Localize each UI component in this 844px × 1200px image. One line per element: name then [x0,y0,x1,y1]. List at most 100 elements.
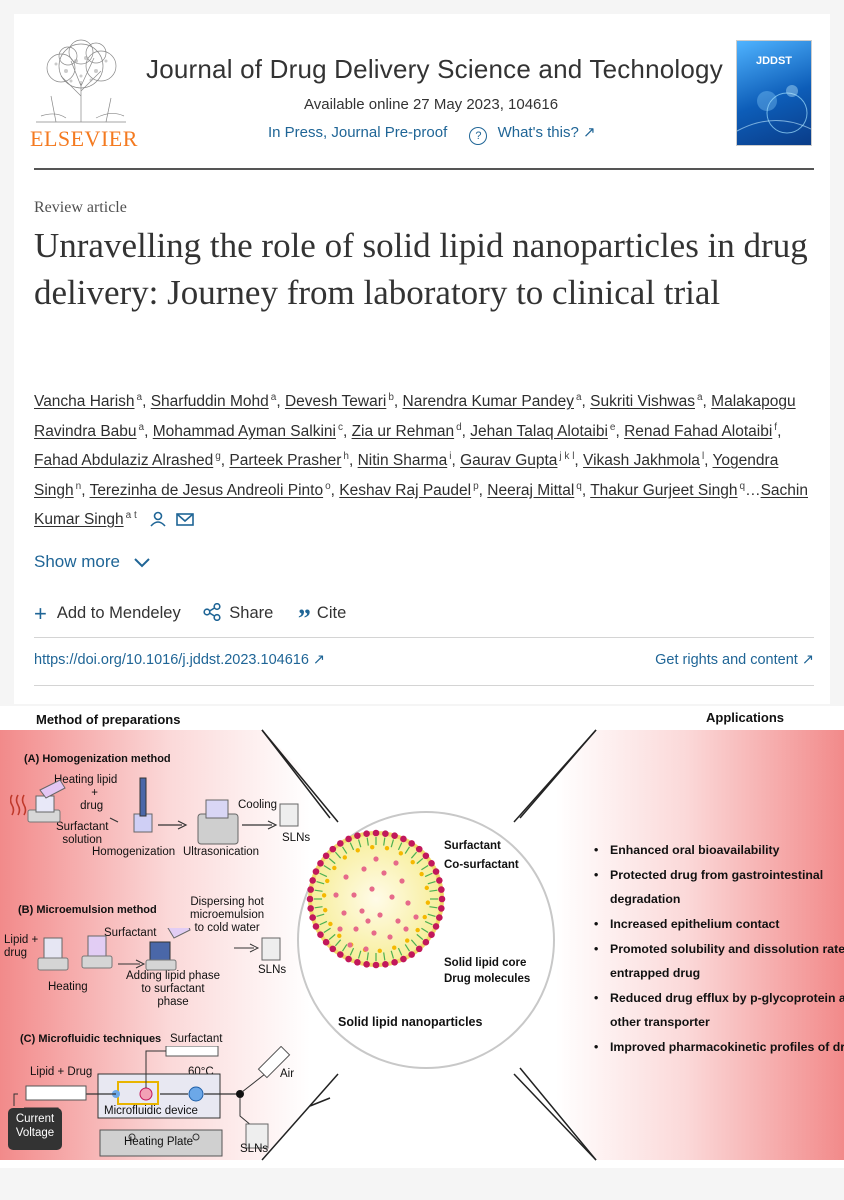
np-drug-label: Drug molecules [444,973,531,985]
cosurfactant-head [337,933,342,939]
rights-link[interactable]: Get rights and content ↗ [655,652,814,668]
surfactant-tail [427,880,436,885]
in-press-link[interactable]: In Press, Journal Pre-proof [268,124,448,141]
show-more-button[interactable]: Show more [34,552,151,572]
applications-list: Enhanced oral bioavailabilityProtected d… [548,838,844,1059]
author-name[interactable]: Narendra Kumar Pandey [402,393,574,410]
doi-link[interactable]: https://doi.org/10.1016/j.jddst.2023.104… [34,652,326,668]
author-name[interactable]: Jehan Talaq Alotaibi [470,422,608,440]
surfactant-tail [314,906,323,909]
drug-dot [333,892,339,898]
surfactant-tail [424,920,433,926]
journal-title[interactable]: Journal of Drug Delivery Science and Tec… [146,54,723,84]
email-icon[interactable] [175,511,195,527]
help-icon[interactable]: ? [469,127,488,145]
author-name[interactable]: Renad Fahad Alotaibi [624,422,773,440]
cosurfactant-head [377,948,382,954]
author-name[interactable]: Zia ur Rehman [351,422,455,440]
a-heating-line1: Heating lipid [54,774,118,786]
b-dispersing-line3: to cold water [194,922,260,934]
author-name[interactable]: Parteek Prasher [229,452,342,469]
c-device-label: Microfluidic device [104,1105,198,1117]
surfactant-head [317,931,324,938]
author-name[interactable]: Thakur Gurjeet Singh [590,481,738,499]
cite-label: Cite [316,604,347,622]
author-name[interactable]: Sachin Kumar Singh [34,481,808,529]
elsevier-logo[interactable]: ELSEVIER [26,36,137,151]
surfactant-tail [316,913,325,918]
author-name[interactable]: Sukriti Vishwas [590,393,695,410]
author-affiliation: i [449,451,452,462]
author-name[interactable]: Gaurav Gupta [460,452,558,469]
author-name[interactable]: Fahad Abdulaziz Alrashed [34,452,214,469]
a-surfactant-line2: solution [62,834,103,846]
surfactant-head [422,938,430,946]
surfactant-tail [410,939,418,947]
author-name[interactable]: Neeraj Mittal [487,481,575,499]
surfactant-heads [306,829,446,969]
a-surfactant-label: Surfactant solution [56,821,108,847]
person-icon[interactable] [149,511,167,527]
b-dispersing-label: Dispersing hot microemulsion to cold wat… [190,896,264,935]
np-core-label: Solid lipid core [444,957,527,969]
surfactant-tail [424,872,433,878]
surfactant-tail [397,842,403,851]
author-name[interactable]: Keshav Raj Paudel [339,481,472,499]
drug-dot [341,910,347,916]
share-button[interactable]: Share [203,602,273,622]
surfactant-tail [357,950,362,959]
journal-cover-image[interactable]: JDDST [736,40,812,146]
author-name[interactable]: Malakapogu Ravindra Babu [34,393,796,440]
author-name[interactable]: Terezinha de Jesus Andreoli Pinto [89,481,324,499]
c-plate-label: Heating Plate [124,1136,194,1148]
b-lipid-label: Lipid + drug [4,934,38,960]
author-name[interactable]: Sharfuddin Mohd [150,393,269,410]
surfactant-head [436,877,443,884]
applications-heading: Applications [706,710,785,725]
cosurfactant-head [410,859,415,865]
b-lipid-line1: Lipid + [4,934,39,946]
a-homog-label: Homogenization [92,846,176,858]
author-name[interactable]: Vikash Jakhmola [583,452,700,469]
surfactant-head [372,829,380,837]
cosurfactant-head [384,845,390,851]
np-caption: Solid lipid nanoparticles [338,1015,483,1029]
add-mendeley-button[interactable]: +Add to Mendeley [34,601,181,626]
surfactant-head [329,845,337,853]
author-name[interactable]: Vancha Harish [34,393,135,410]
drug-dot [369,886,375,892]
author-name[interactable]: Mohammad Ayman Salkini [152,422,336,440]
author-name[interactable]: Nitin Sharma [357,452,448,469]
drug-dot [405,900,411,906]
surfactant-tail [390,950,395,959]
author-affiliation: g [215,451,221,462]
drug-dot [347,942,353,948]
cite-button[interactable]: ”Cite [298,604,347,633]
author-name[interactable]: Devesh Tewari [284,393,387,410]
surfactant-tail [397,947,403,956]
whats-this-link[interactable]: What's this? ↗ [497,124,596,141]
author-name[interactable]: Yogendra Singh [34,452,779,499]
drug-dot [413,914,419,920]
